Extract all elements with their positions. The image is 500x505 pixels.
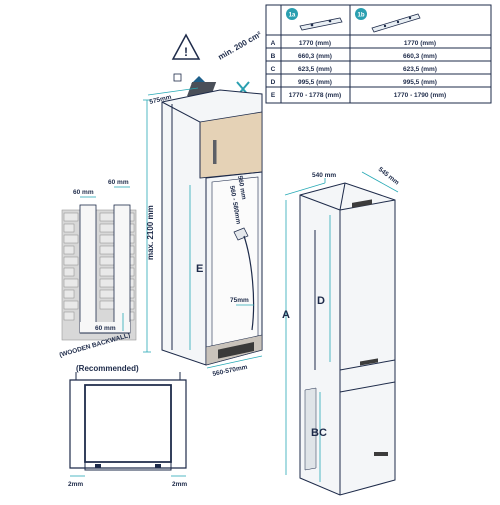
hinge-1a-icon (299, 17, 343, 31)
ventilation-warning: ! min. 200 cm² (171, 30, 264, 97)
row-a-1a: 1770 (mm) (299, 40, 331, 47)
wall-slot-right (113, 204, 131, 334)
row-d-1b: 995,5 (mm) (403, 79, 437, 86)
power-cable (243, 235, 255, 331)
right-gap-label: 2mm (172, 481, 187, 488)
row-a-1b: 1770 (mm) (404, 40, 436, 47)
small-box-icon (173, 73, 182, 82)
wall-caption-2: (Recommended) (76, 364, 139, 373)
row-b-1b: 660,3 (mm) (403, 53, 437, 60)
col-1b-label: 1b (357, 13, 364, 19)
foot-left-icon (95, 464, 101, 468)
fridge-door-side (304, 387, 317, 471)
row-c-key: C (271, 66, 276, 73)
row-e-1b: 1770 - 1790 (mm) (394, 92, 446, 99)
left-gap-label: 2mm (68, 481, 83, 488)
cabinet-handle-icon (213, 140, 217, 164)
fridge-depth-label: 545 mm (377, 166, 401, 187)
row-b-key: B (271, 53, 276, 60)
upper-cabinet-door (199, 111, 263, 179)
row-b-1a: 660,3 (mm) (298, 53, 332, 60)
row-d-key: D (271, 79, 276, 86)
ventilation-label: min. 200 cm² (217, 30, 264, 62)
bottom-plan-detail: 2mm 2mm (68, 372, 187, 488)
spec-table: 1a 1b A 1770 (mm) 1770 (mm) B 660,3 (mm)… (265, 4, 492, 104)
inner-width-label: 560 mm (236, 175, 247, 200)
fridge-height-a-label: A (282, 309, 290, 321)
col-1a-badge (286, 8, 298, 20)
max-height-label: max. 2100 mm (146, 205, 155, 260)
row-c-1b: 623,5 (mm) (403, 66, 437, 73)
top-hinge-icon (352, 199, 372, 208)
hinge-1b-icon (371, 13, 421, 33)
row-e-key: E (271, 92, 276, 99)
niche-height-e-label: E (196, 263, 203, 275)
plinth-grille-icon (218, 342, 254, 359)
cabinet-niche: max. 2100 mm 575mm E 560 mm 560 - 580mm … (143, 87, 263, 378)
col-1a-label: 1a (289, 13, 296, 19)
foot-right-icon (155, 464, 161, 468)
fridge: 540 mm 545 mm A D BC (282, 166, 401, 496)
row-c-1a: 623,5 (mm) (298, 66, 332, 73)
row-e-1a: 1770 - 1778 (mm) (289, 92, 341, 99)
col-1b-badge (355, 8, 367, 20)
fridge-width-label: 540 mm (312, 172, 336, 179)
wall-gap-right-label: 60 mm (108, 179, 129, 186)
mid-hinge-icon (360, 358, 378, 366)
brick-wall: 60 mm 60 mm 60 mm (WOODEN BACKWALL) (Rec… (59, 179, 139, 373)
bottom-hinge-icon (374, 452, 388, 456)
warning-triangle-icon (171, 33, 201, 60)
row-a-key: A (271, 40, 276, 47)
fridge-door-split (339, 359, 396, 371)
bottom-gap-label: 75mm (230, 297, 249, 304)
wall-gap-left-label: 60 mm (73, 189, 94, 196)
wall-slot-left (79, 204, 97, 334)
fridge-door-bc-label: BC (311, 427, 327, 439)
row-d-1a: 995,5 (mm) (298, 79, 332, 86)
appliance-outline (84, 384, 172, 463)
exclamation-icon: ! (184, 45, 188, 59)
wall-bottom-label: 60 mm (95, 325, 116, 332)
fridge-door-d-label: D (317, 295, 325, 307)
